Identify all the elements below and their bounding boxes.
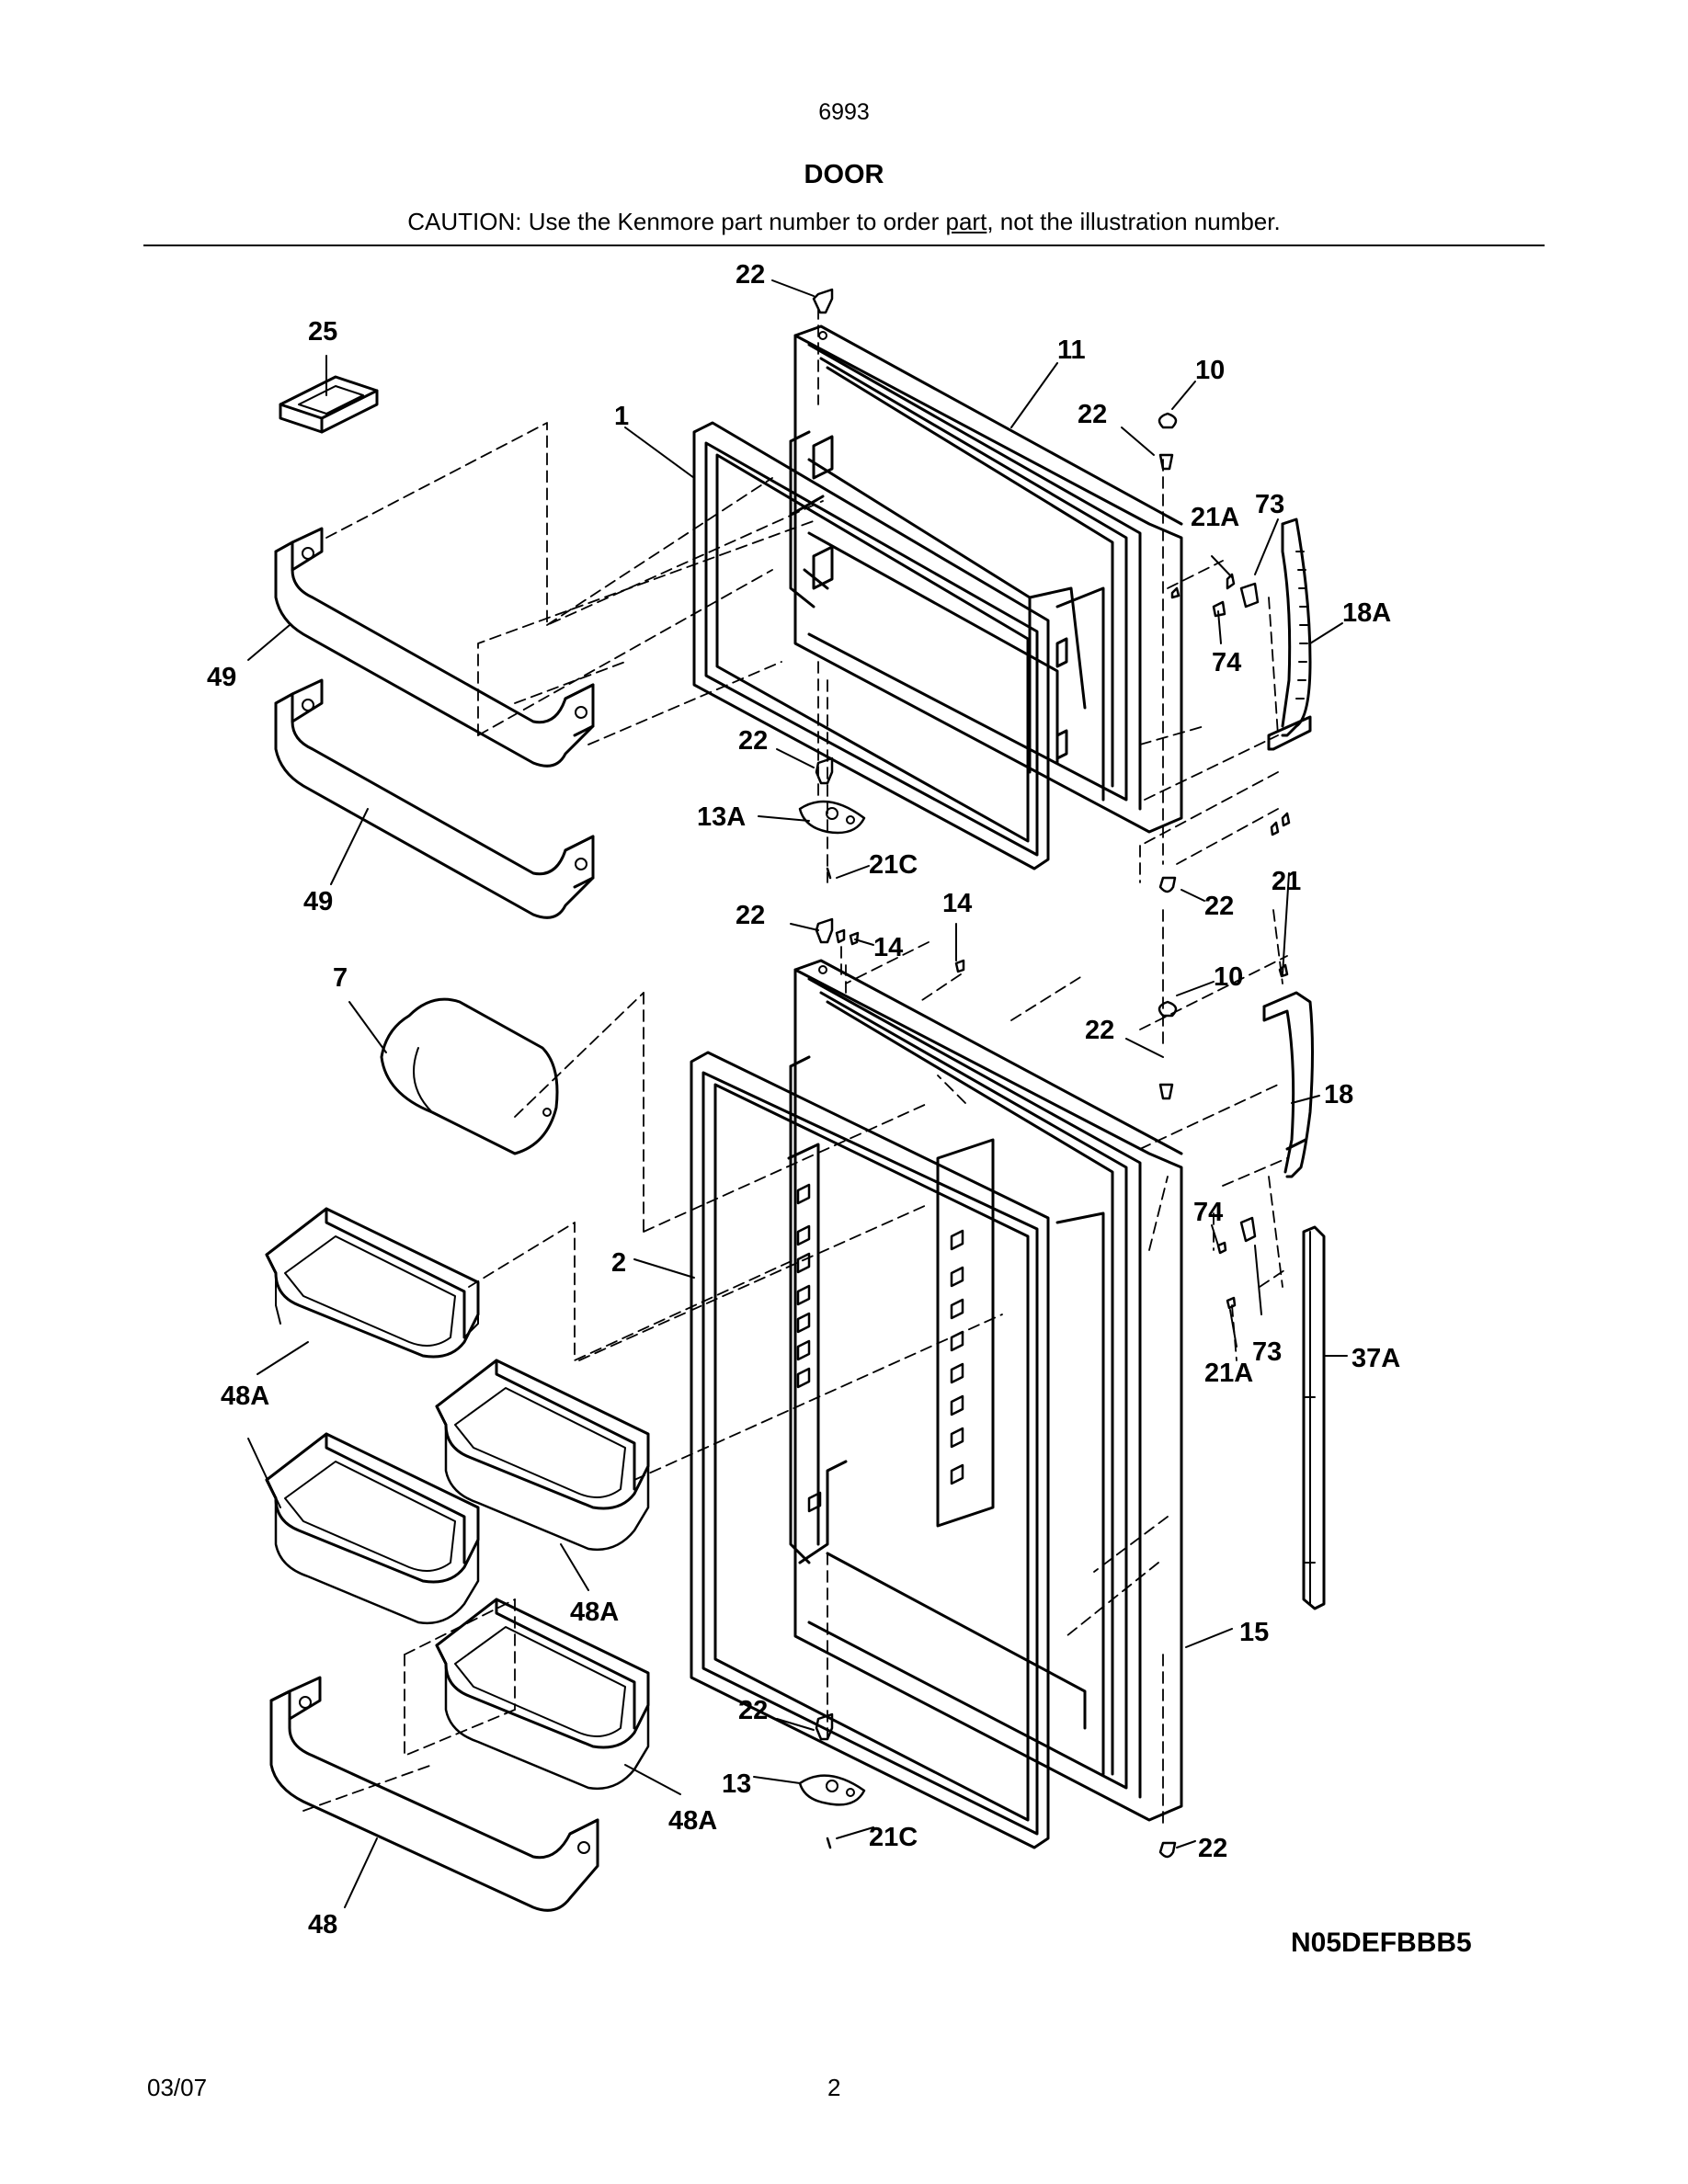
- diagram-code: N05DEFBBB5: [1291, 1928, 1472, 1958]
- callout-49-middle: 49: [303, 887, 333, 916]
- callout-14-right: 14: [942, 889, 972, 918]
- callout-37A: 37A: [1352, 1344, 1400, 1373]
- fresh-food-door-outer: [787, 959, 1183, 1822]
- callout-22-top: 22: [736, 260, 765, 290]
- freezer-door-outer: [789, 324, 1183, 834]
- callout-22-freezer-hinge: 22: [738, 726, 768, 756]
- door-shelf-knobs: [796, 1183, 964, 1513]
- callout-48A-middle: 48A: [570, 1598, 619, 1627]
- door-bin-4: [435, 1598, 650, 1791]
- trim-strip: [1302, 1225, 1326, 1610]
- callout-73-upper: 73: [1255, 490, 1284, 519]
- callout-73-lower: 73: [1252, 1337, 1282, 1367]
- header-divider: [143, 245, 1545, 246]
- callout-74-lower: 74: [1193, 1198, 1223, 1227]
- callout-2: 2: [611, 1248, 626, 1278]
- shelf-bar-lower: [269, 1676, 599, 1912]
- assembly-dashed-lines: [302, 307, 1288, 1830]
- callout-13: 13: [722, 1769, 751, 1799]
- door-bin-2: [435, 1359, 650, 1552]
- callout-22-lower-top: 22: [736, 901, 765, 930]
- callout-48A-bottom: 48A: [668, 1806, 717, 1836]
- caution-underlined-word: part: [945, 208, 987, 235]
- callout-22-fresh-hinge: 22: [738, 1696, 768, 1725]
- callout-7: 7: [333, 963, 348, 993]
- callout-18A: 18A: [1342, 598, 1391, 628]
- callout-48A-top: 48A: [221, 1382, 269, 1411]
- section-title: DOOR: [804, 160, 884, 189]
- callout-10-lower: 10: [1214, 962, 1243, 992]
- footer-date: 03/07: [147, 2074, 208, 2101]
- callout-22-lower-bottom: 22: [1198, 1834, 1227, 1863]
- door-bin-1: [265, 1207, 480, 1359]
- callout-21: 21: [1272, 867, 1301, 896]
- caution-text-end: , not the illustration number.: [987, 208, 1281, 235]
- fresh-food-door-gasket: [690, 1051, 1050, 1849]
- freezer-door-gasket: [692, 421, 1050, 870]
- cylinder-part: [380, 997, 559, 1155]
- handle-upper: [1267, 518, 1312, 751]
- callout-14-left: 14: [873, 933, 903, 962]
- model-number: 6993: [818, 99, 870, 125]
- callout-49-upper: 49: [207, 663, 236, 692]
- callout-21C-upper: 21C: [869, 850, 918, 880]
- callout-13A: 13A: [697, 802, 746, 832]
- callout-22-upper-bottom: 22: [1204, 892, 1234, 921]
- callout-21C-lower: 21C: [869, 1823, 918, 1852]
- caution-note: CAUTION: Use the Kenmore part number to …: [0, 208, 1688, 236]
- callout-18: 18: [1324, 1080, 1353, 1109]
- callout-74-upper: 74: [1212, 648, 1241, 677]
- shelf-bar-upper: [274, 527, 595, 768]
- callout-11: 11: [1057, 336, 1086, 365]
- callout-15: 15: [1239, 1618, 1269, 1647]
- shelf-bar-middle: [274, 678, 595, 919]
- handle-lower: [1262, 991, 1314, 1178]
- leader-lines: [247, 279, 1348, 1908]
- callout-labels: 22 25 11 10 1 22 21A 73 18A 74 49 22 49 …: [207, 260, 1472, 1958]
- callout-22-upper-hinge: 22: [1078, 400, 1107, 429]
- callout-48: 48: [308, 1910, 337, 1939]
- page-number: 2: [827, 2074, 841, 2101]
- callout-10-upper: 10: [1195, 356, 1225, 385]
- callout-22-lower-hinge: 22: [1085, 1016, 1114, 1045]
- callout-21A-lower: 21A: [1204, 1359, 1253, 1388]
- screws-and-hinges: [798, 288, 1291, 1859]
- dairy-door-part: [279, 375, 379, 434]
- callout-21A-upper: 21A: [1191, 503, 1239, 532]
- callout-25: 25: [308, 317, 337, 347]
- caution-text: CAUTION: Use the Kenmore part number to …: [407, 208, 946, 235]
- callout-1: 1: [614, 402, 629, 431]
